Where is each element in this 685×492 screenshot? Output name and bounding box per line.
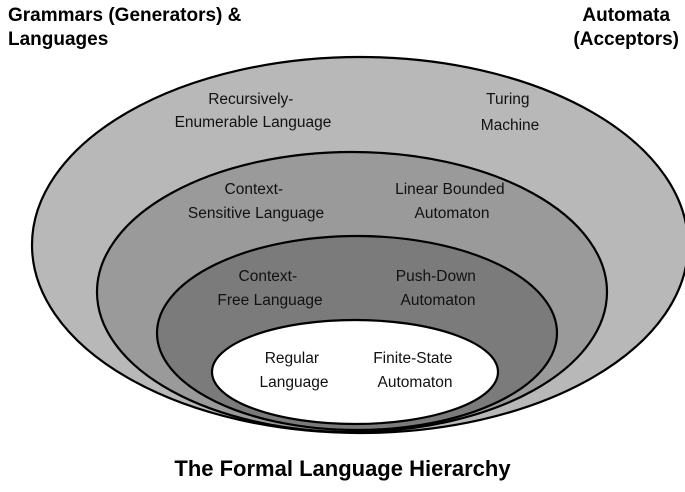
label-cf-language-line-2: Free Language [217,292,322,309]
automata-heading-line-1: Automata [582,5,671,26]
automata-heading-line-2: (Acceptors) [573,29,679,50]
label-lba-line-2: Automaton [415,205,490,222]
label-pda-line-2: Automaton [401,292,476,309]
automata-heading: Automata (Acceptors) [573,4,679,52]
label-turing-machine-line-1: Turing [486,91,529,108]
label-linear-bounded-automaton: Linear Bounded Automaton [395,181,509,222]
label-recursively-enumerable-language: Recursively- Enumerable Language [175,91,332,131]
label-finite-state-automaton: Finite-State Automaton [373,350,457,391]
label-regular-language: Regular Language [260,350,329,391]
label-context-free-language: Context- Free Language [217,268,322,309]
label-lba-line-1: Linear Bounded [395,181,504,198]
grammars-heading: Grammars (Generators) & Languages [8,4,241,52]
label-cs-language-line-2: Sensitive Language [188,205,324,222]
level-regular: Regular Language Finite-State Automaton [210,318,500,426]
label-fsa-line-1: Finite-State [373,350,452,367]
grammars-heading-line-1: Grammars (Generators) & [8,5,242,26]
label-turing-machine: Turing Machine [481,91,540,134]
label-push-down-automaton: Push-Down Automaton [396,268,480,309]
diagram-caption: The Formal Language Hierarchy [174,456,511,481]
label-re-language-line-1: Recursively- [208,91,293,108]
label-context-sensitive-language: Context- Sensitive Language [188,181,324,222]
label-pda-line-1: Push-Down [396,268,476,285]
label-regular-language-line-2: Language [260,374,329,391]
label-cs-language-line-1: Context- [225,181,284,198]
label-regular-language-line-1: Regular [265,350,319,367]
label-re-language-line-2: Enumerable Language [175,114,332,131]
label-fsa-line-2: Automaton [378,374,453,391]
grammars-heading-line-2: Languages [8,29,109,50]
ellipse-regular [210,318,500,426]
label-turing-machine-line-2: Machine [481,117,540,134]
label-cf-language-line-1: Context- [239,268,298,285]
